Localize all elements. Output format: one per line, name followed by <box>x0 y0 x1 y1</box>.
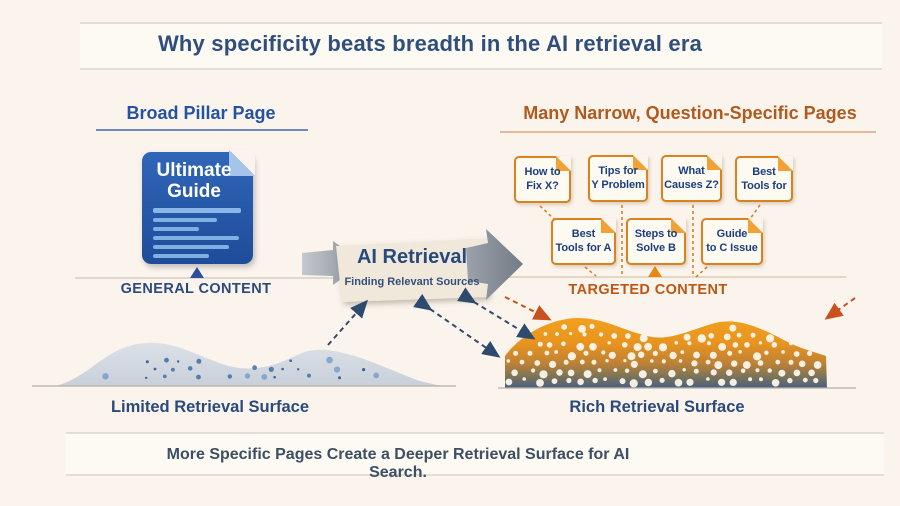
limited-surface-wave <box>55 342 448 386</box>
retrieval-dashed-connectors <box>327 287 536 358</box>
band-divider-lines <box>66 22 884 476</box>
card-dashed-connectors <box>539 204 761 278</box>
page-fold-icon <box>601 218 616 233</box>
retrieval-banner <box>336 238 494 302</box>
pillar-doc-title: Ultimate Guide <box>156 160 232 202</box>
general-content-pointer-icon <box>190 267 204 278</box>
rich-surface-wave <box>505 317 827 388</box>
targeted-content-label: TARGETED CONTENT <box>568 282 728 298</box>
limited-surface-dots <box>102 356 380 380</box>
page-fold-icon <box>707 155 722 170</box>
page-fold-icon <box>229 150 255 176</box>
targeted-dashed-arrows <box>504 296 856 321</box>
page-fold-icon <box>633 155 648 170</box>
general-content-label: GENERAL CONTENT <box>120 281 272 297</box>
flow-out-arrow-icon <box>466 229 523 300</box>
page-fold-icon <box>671 218 686 233</box>
doc-text-lines <box>153 208 243 263</box>
ai-retrieval-subtitle: Finding Relevant Sources <box>344 276 480 288</box>
title-band <box>80 23 882 69</box>
page-fold-icon <box>778 156 793 171</box>
limited-surface-label: Limited Retrieval Surface <box>110 398 310 416</box>
right-section-heading: Many Narrow, Question-Specific Pages <box>523 103 857 123</box>
page-fold-icon <box>556 156 571 171</box>
targeted-content-pointer-icon <box>648 266 662 277</box>
page-title: Why specificity beats breadth in the AI … <box>157 31 703 56</box>
pillar-page-document: Ultimate Guide <box>142 150 255 264</box>
rich-surface-dots <box>505 323 822 388</box>
rich-surface-label: Rich Retrieval Surface <box>569 398 745 416</box>
bottom-caption: More Specific Pages Create a Deeper Retr… <box>166 446 630 481</box>
caption-band <box>66 433 884 475</box>
page-fold-icon <box>748 218 763 233</box>
left-section-heading: Broad Pillar Page <box>126 103 276 123</box>
ai-retrieval-title: AI Retrieval <box>356 246 468 268</box>
